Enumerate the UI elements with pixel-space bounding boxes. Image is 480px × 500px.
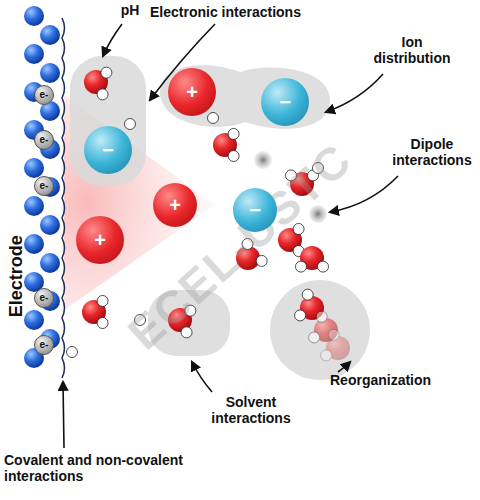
- charge-sign: +: [169, 195, 181, 215]
- reorganization-bubble: [270, 280, 370, 380]
- hydrogen-atom: [125, 119, 136, 130]
- electrode-atom: [40, 253, 60, 273]
- callout-label: Reorganization: [330, 372, 460, 388]
- cation: +: [153, 183, 197, 227]
- callout-label: Ion distribution: [366, 34, 458, 66]
- water-molecule: [82, 295, 108, 328]
- charge-sign: −: [279, 92, 291, 112]
- electron: e-: [34, 288, 54, 308]
- electrode-atom: [24, 310, 44, 330]
- grey-blob: [254, 151, 272, 169]
- cation: +: [76, 216, 124, 264]
- water-molecule: [321, 329, 350, 361]
- anion: −: [233, 188, 277, 232]
- cation: +: [168, 68, 216, 116]
- callout-label: Electronic interactions: [150, 4, 350, 20]
- charge-sign: +: [186, 82, 198, 102]
- electrode-atom: [24, 158, 44, 178]
- electron-label: e-: [40, 90, 49, 100]
- electrode-atom: [24, 44, 44, 64]
- electron: e-: [34, 85, 54, 105]
- electrode-atom: [24, 234, 44, 254]
- water-molecule: [295, 246, 328, 272]
- electrode-atom: [40, 215, 60, 235]
- electrode: [24, 6, 60, 368]
- hydrogen-atom: [67, 347, 78, 358]
- electrode-atom: [24, 6, 44, 26]
- leader-arrow: [63, 382, 64, 448]
- charge-sign: −: [102, 140, 114, 160]
- ph-bubble: [70, 56, 146, 186]
- electron-label: e-: [40, 135, 49, 145]
- leader-arrow: [338, 362, 350, 372]
- interface-line: [62, 18, 65, 378]
- callout-label: Solvent interactions: [196, 394, 306, 426]
- electrode-atom: [40, 63, 60, 83]
- anion: −: [84, 126, 132, 174]
- callout-label: Dipole interactions: [388, 136, 476, 168]
- water-molecule: [84, 67, 112, 100]
- hydrogen-atom: [208, 113, 219, 124]
- leader-arrow: [103, 24, 122, 56]
- electron: e-: [34, 176, 54, 196]
- ion-pair-bubble: [160, 65, 330, 129]
- charge-sign: +: [94, 230, 106, 250]
- electron-label: e-: [40, 181, 49, 191]
- electrode-label: Electrode: [6, 228, 27, 324]
- water-molecule: [213, 128, 239, 161]
- electron-label: e-: [40, 293, 49, 303]
- electron-label: e-: [40, 340, 49, 350]
- electrode-atom: [40, 25, 60, 45]
- charge-sign: −: [249, 200, 261, 220]
- callout-label: Covalent and non-covalent interactions: [4, 452, 214, 484]
- electron: e-: [34, 335, 54, 355]
- leader-arrow: [192, 362, 212, 392]
- electrode-atom: [24, 196, 44, 216]
- anion: −: [261, 78, 309, 126]
- electron: e-: [34, 130, 54, 150]
- ph-label: pH: [112, 2, 148, 18]
- leader-arrow: [326, 74, 383, 112]
